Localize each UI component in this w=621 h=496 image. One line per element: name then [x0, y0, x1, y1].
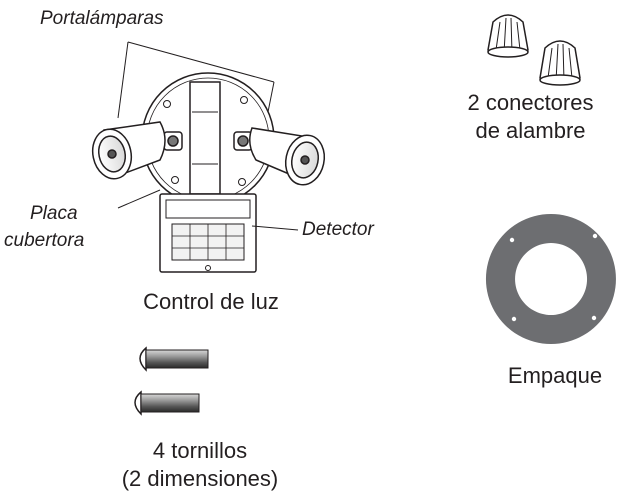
mounting-holes	[163, 96, 248, 186]
screw-long	[139, 346, 209, 372]
wire-connector-1	[487, 14, 529, 58]
cover-plate-callout-line	[117, 189, 161, 209]
detector-callout-line	[251, 225, 299, 231]
motion-detector	[159, 193, 257, 273]
wire-connectors-caption-line2: de alambre	[475, 118, 586, 143]
cover-plate-label-line2: cubertora	[4, 230, 85, 251]
screws	[134, 346, 209, 416]
lamp-holder-right	[233, 127, 326, 186]
detector-label: Detector	[302, 219, 374, 240]
light-control-fixture	[91, 41, 326, 273]
center-bracket	[189, 81, 221, 195]
gasket-caption: Empaque	[507, 363, 603, 388]
screws-caption-line1: 4 tornillos	[152, 438, 248, 463]
gasket-holes	[509, 233, 598, 322]
light-control-caption: Control de luz	[143, 289, 279, 314]
screws-caption-line2: (2 dimensiones)	[121, 466, 279, 491]
screw-short	[134, 390, 200, 416]
gasket	[485, 214, 616, 344]
lamp-holders-label: Portalámparas	[40, 8, 164, 29]
cover-plate-label-line1: Placa	[30, 203, 78, 224]
wire-connector-2	[539, 40, 581, 86]
wire-connectors	[487, 14, 581, 86]
wire-connectors-caption-line1: 2 conectores	[467, 90, 594, 115]
lamp-holder-left	[91, 121, 183, 180]
